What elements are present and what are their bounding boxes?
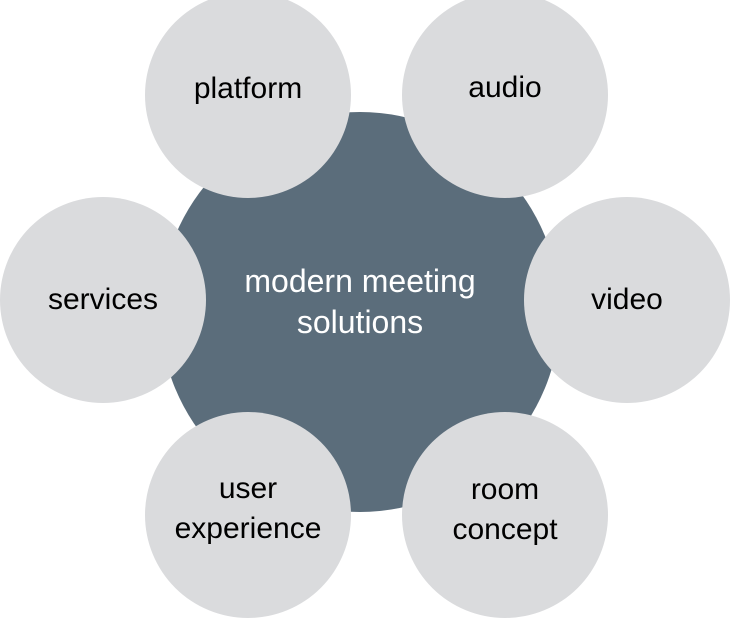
node-label-room-concept-line-1: room [470,473,540,506]
node-circle-services: services [0,197,206,403]
node-label-user-experience-line-2: experience [174,512,322,545]
node-label-platform: platform [193,72,303,105]
node-circle-audio: audio [402,0,608,198]
hub-label-line-1: modern meeting [244,263,476,299]
node-label-user-experience: user experience [158,469,338,549]
hub-label: modern meeting solutions [210,261,510,343]
node-label-audio: audio [468,71,542,104]
node-circle-room-concept: room concept [402,412,608,618]
node-circle-user-experience: user experience [145,412,351,618]
node-label-video: video [591,283,663,316]
node-label-services: services [47,283,159,316]
node-circle-platform: platform [145,0,351,198]
node-circle-video: video [524,197,730,403]
node-label-room-concept: room concept [415,470,595,550]
node-label-user-experience-line-1: user [218,472,278,505]
hub-label-line-2: solutions [296,304,424,340]
node-label-room-concept-line-2: concept [452,513,558,546]
